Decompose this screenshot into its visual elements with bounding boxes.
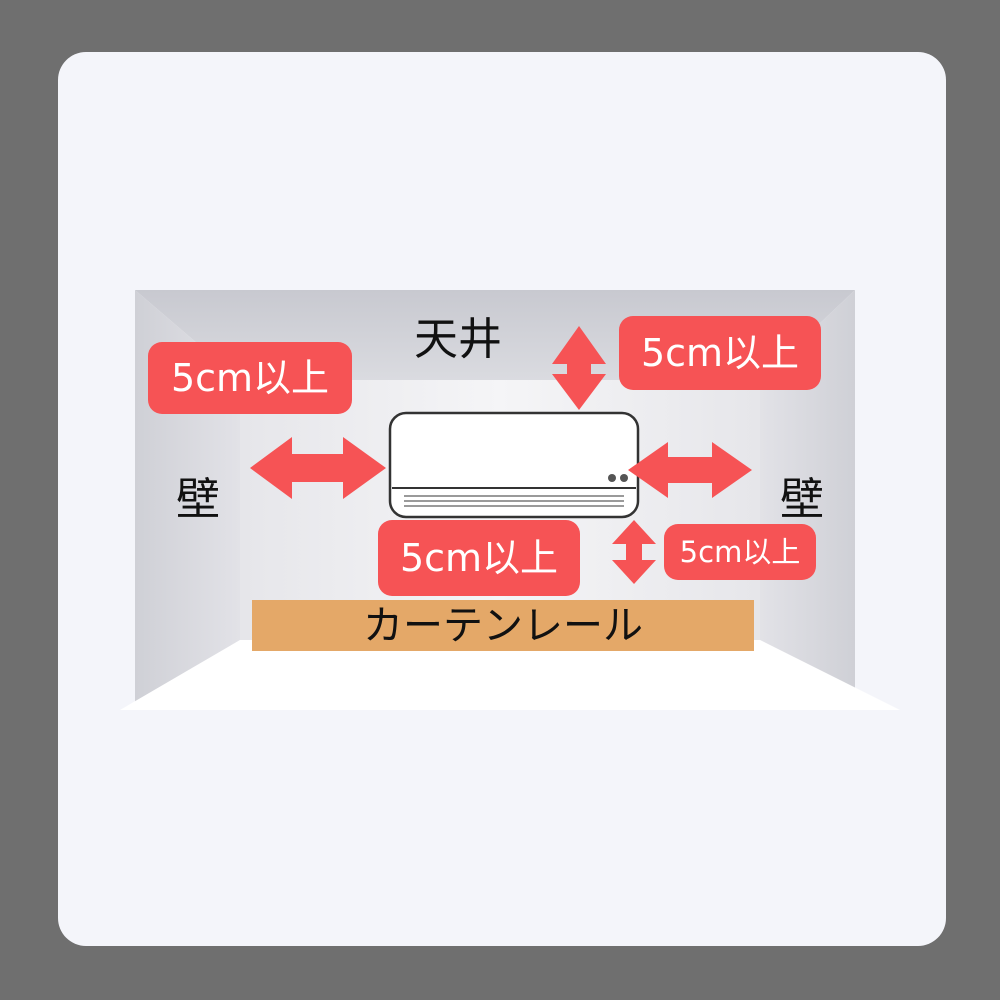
floor-plane	[120, 640, 900, 710]
clearance-badge-ceiling: 5cm以上	[619, 316, 821, 390]
left-gap-arrow-icon	[250, 437, 386, 499]
curtain-gap-arrow-icon	[612, 520, 656, 584]
air-conditioner-icon	[388, 411, 640, 519]
clearance-badge-left: 5cm以上	[148, 342, 352, 414]
wall-left-label: 壁	[176, 474, 220, 525]
right-wall	[760, 290, 855, 690]
ceiling-gap-arrow-icon	[552, 326, 606, 410]
clearance-badge-curtain: 5cm以上	[664, 524, 816, 580]
clearance-badge-bottom: 5cm以上	[378, 520, 580, 596]
curtain-rail-label: カーテンレール	[363, 602, 643, 649]
ceiling-label: 天井	[414, 314, 502, 365]
wall-right-label: 壁	[780, 474, 824, 525]
curtain-rail: カーテンレール	[252, 600, 754, 651]
right-gap-arrow-icon	[628, 442, 752, 498]
